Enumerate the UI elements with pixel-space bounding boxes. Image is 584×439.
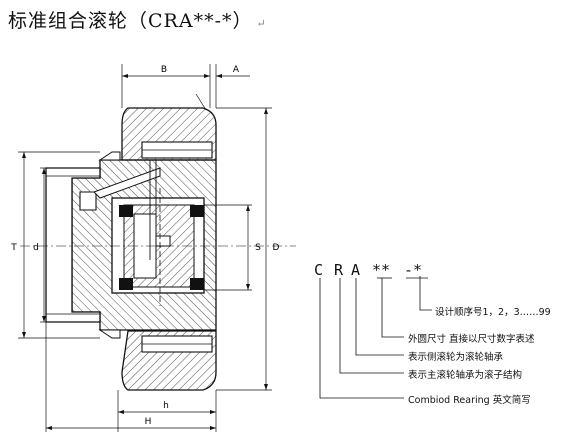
dim-label-T: T [10, 243, 17, 253]
dimension-S [204, 204, 252, 291]
dim-label-S: S [255, 243, 261, 253]
dim-label-B: B [161, 65, 167, 75]
title-text: 标准组合滚轮（CRA**-*） [8, 10, 253, 32]
dim-label-A: A [233, 65, 240, 75]
dim-label-h: h [163, 401, 169, 411]
legend-leaders [319, 276, 432, 399]
main-roller-needles [141, 141, 213, 353]
legend-item-side-roller: 表示侧滚轮为滚轮轴承 [408, 352, 504, 363]
code-size-stars: ** [372, 261, 391, 279]
dim-label-H: H [145, 417, 152, 427]
dim-label-D: D [273, 243, 280, 253]
dimension-D [216, 107, 272, 391]
code-letter-a: A [351, 261, 361, 279]
leader-line [195, 93, 207, 111]
page-title: 标准组合滚轮（CRA**-*）↵ [8, 6, 267, 33]
legend-item-outer-size: 外圆尺寸 直接以尺寸数字表述 [408, 334, 535, 345]
dimension-T-d [18, 151, 100, 339]
dim-label-d: d [33, 243, 39, 253]
seal-rings [119, 205, 204, 290]
legend-item-abbreviation: Combiod Rearing 英文简写 [408, 395, 531, 406]
code-letter-r: R [334, 261, 344, 279]
dimension-h-H [45, 322, 217, 432]
grease-channel [93, 160, 161, 260]
dimension-B-A [121, 64, 250, 108]
code-sequence-suffix: -* [404, 261, 423, 279]
paragraph-mark-icon: ↵ [256, 17, 267, 30]
legend-item-sequence: 设计顺序号1，2，3……99 [435, 307, 551, 318]
legend-item-main-roller: 表示主滚轮轴承为滚子结构 [408, 370, 523, 381]
code-letter-c: C [314, 261, 324, 279]
